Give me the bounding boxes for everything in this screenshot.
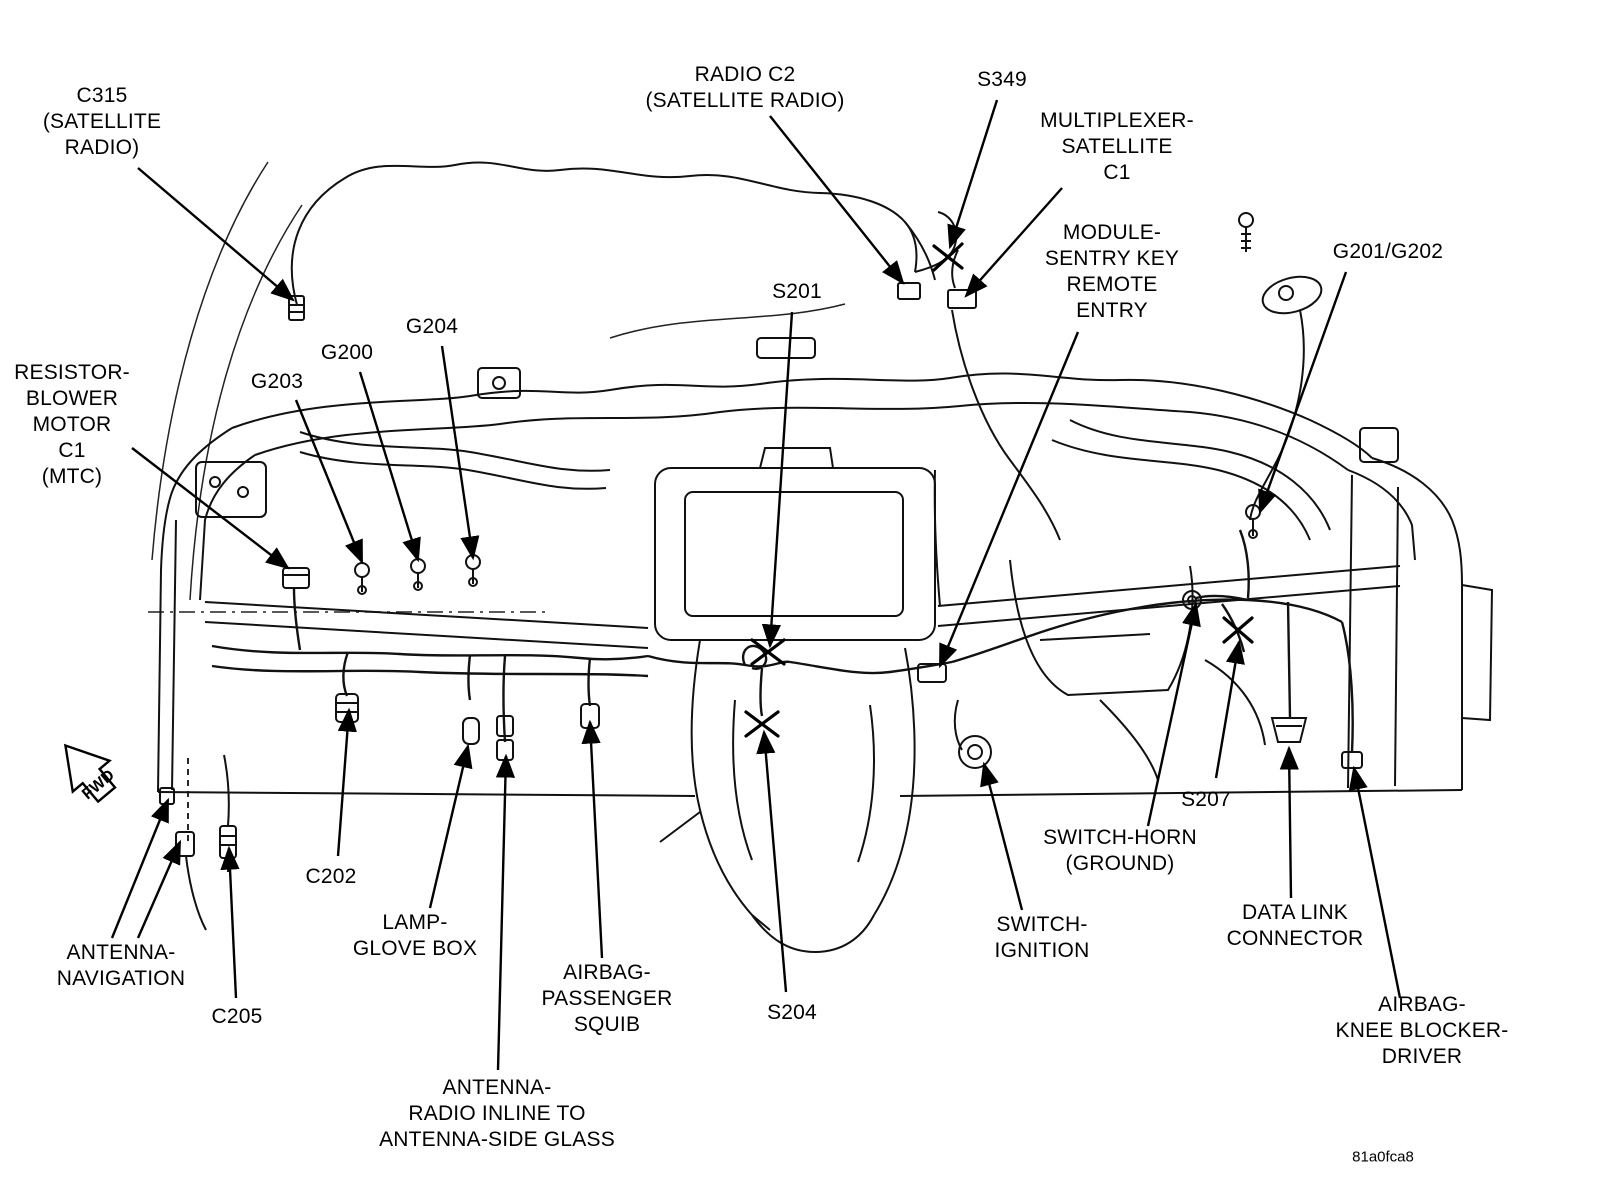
leader-line (136, 839, 182, 939)
leader-line (756, 729, 788, 993)
label-c202: C202 (305, 864, 357, 888)
leader-line (938, 331, 1080, 669)
dash-structure (157, 337, 1494, 954)
fwd-arrow: FWD (63, 743, 118, 804)
label-resistor-blower: RESISTOR- BLOWER MOTOR C1 (MTC) (14, 360, 130, 489)
leader-lines (110, 99, 1402, 1071)
leader-line (947, 99, 999, 250)
label-c315: C315 (SATELLITE RADIO) (42, 83, 162, 160)
leader-line (980, 761, 1024, 911)
label-airbag-knee-blocker: AIRBAG- KNEE BLOCKER- DRIVER (1335, 992, 1509, 1069)
label-s204: S204 (767, 1000, 817, 1024)
leader-line (769, 115, 905, 285)
label-multiplexer-satellite: MULTIPLEXER- SATELLITE C1 (1040, 108, 1194, 185)
satellite-antenna-cable (288, 161, 977, 321)
label-g204: G204 (405, 314, 459, 338)
label-switch-horn: SWITCH-HORN (GROUND) (1043, 825, 1197, 875)
leader-line (1348, 765, 1402, 999)
leader-line (1258, 271, 1348, 515)
label-antenna-navigation: ANTENNA- NAVIGATION (56, 940, 186, 990)
leader-line (581, 719, 604, 959)
leader-line (761, 311, 794, 649)
figure-id: 81a0fca8 (1352, 1148, 1414, 1166)
label-lamp-glove-box: LAMP- GLOVE BOX (352, 910, 478, 960)
label-radio-c2: RADIO C2 (SATELLITE RADIO) (645, 62, 845, 112)
leader-line (110, 797, 170, 939)
leader-line (336, 707, 357, 857)
leader-line (220, 845, 240, 999)
leader-line (495, 753, 516, 1071)
label-data-link-connector: DATA LINK CONNECTOR (1226, 900, 1364, 950)
ground-bolts (354, 504, 1261, 595)
leader-line (1279, 745, 1299, 899)
label-switch-ignition: SWITCH- IGNITION (994, 912, 1090, 962)
leader-line (294, 399, 364, 565)
leader-line (440, 345, 480, 561)
label-antenna-radio-inline: ANTENNA- RADIO INLINE TO ANTENNA-SIDE GL… (379, 1075, 615, 1152)
label-airbag-passenger: AIRBAG- PASSENGER SQUIB (541, 960, 673, 1037)
label-g200: G200 (320, 340, 374, 364)
leader-line (428, 743, 473, 909)
label-g201-g202: G201/G202 (1332, 239, 1444, 263)
leader-line (964, 187, 1063, 298)
label-module-sentry-key: MODULE- SENTRY KEY REMOTE ENTRY (1044, 220, 1180, 323)
leader-line (137, 167, 295, 302)
label-c205: C205 (211, 1004, 263, 1028)
label-s201: S201 (772, 279, 822, 303)
label-s349: S349 (977, 67, 1027, 91)
label-s207: S207 (1181, 787, 1231, 811)
leader-line (1214, 639, 1245, 779)
label-g203: G203 (250, 369, 304, 393)
leader-line (358, 371, 421, 563)
leader-line (1146, 601, 1201, 827)
leader-line (131, 447, 290, 570)
mounting-screw-and-bracket (951, 212, 1323, 541)
body-ghost-lines (148, 161, 846, 613)
